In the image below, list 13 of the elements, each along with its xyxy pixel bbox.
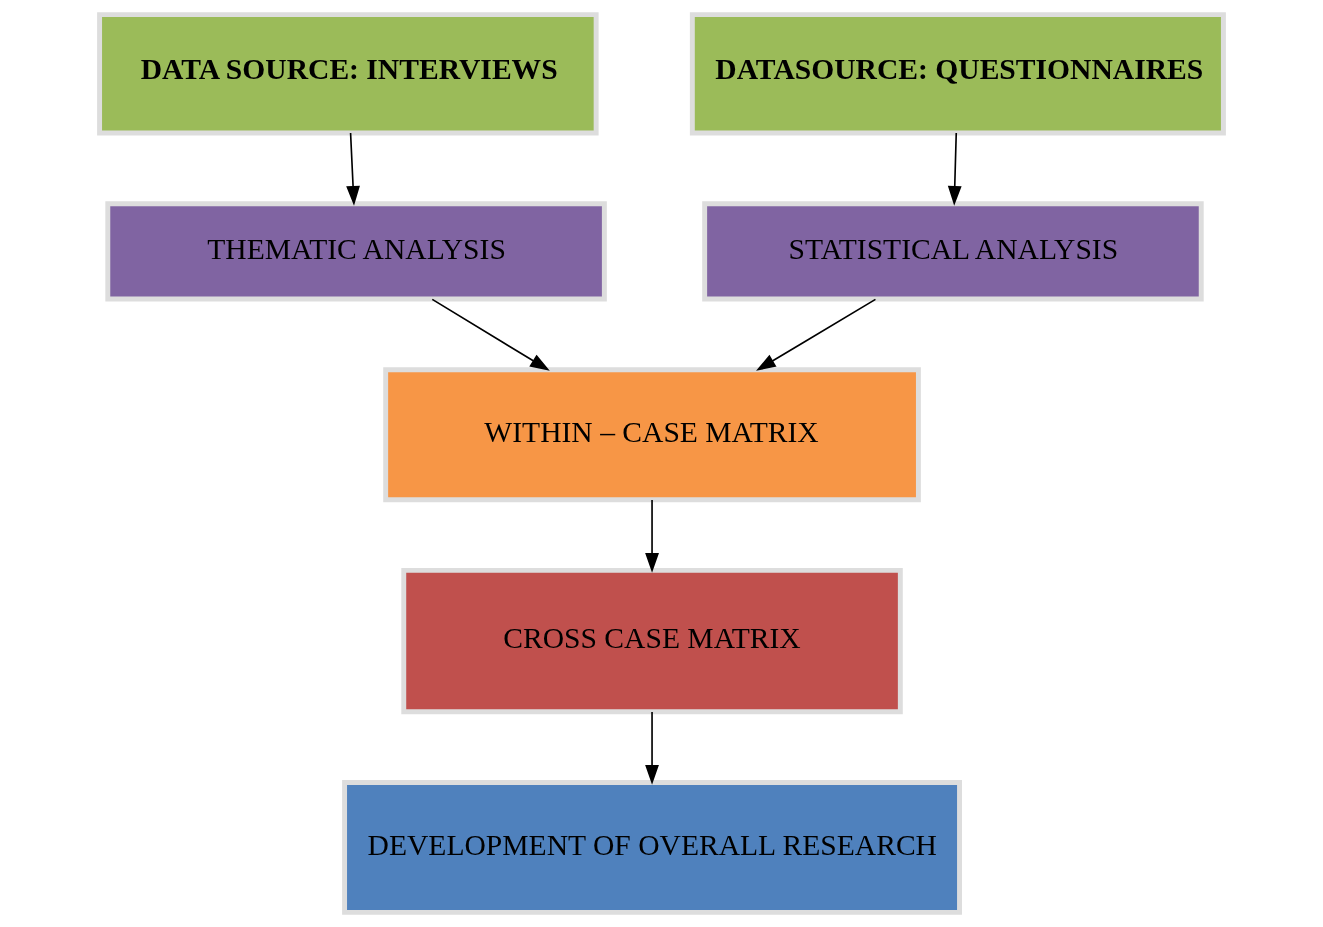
arrow bbox=[645, 711, 659, 785]
node-box: WITHIN – CASE MATRIX bbox=[383, 367, 921, 503]
node-box: DATA SOURCE: INTERVIEWS bbox=[97, 12, 599, 136]
node-box: STATISTICAL ANALYSIS bbox=[702, 201, 1204, 302]
node-box: DEVELOPMENT OF OVERALL RESEARCH bbox=[342, 780, 962, 915]
node-box: DATASOURCE: QUESTIONNAIRES bbox=[689, 12, 1226, 136]
node-box: CROSS CASE MATRIX bbox=[401, 567, 903, 715]
arrow bbox=[947, 132, 962, 206]
node-box: THEMATIC ANALYSIS bbox=[105, 201, 607, 302]
arrow bbox=[645, 499, 659, 573]
arrow bbox=[756, 298, 877, 371]
arrow bbox=[346, 132, 360, 206]
arrow bbox=[431, 298, 550, 371]
